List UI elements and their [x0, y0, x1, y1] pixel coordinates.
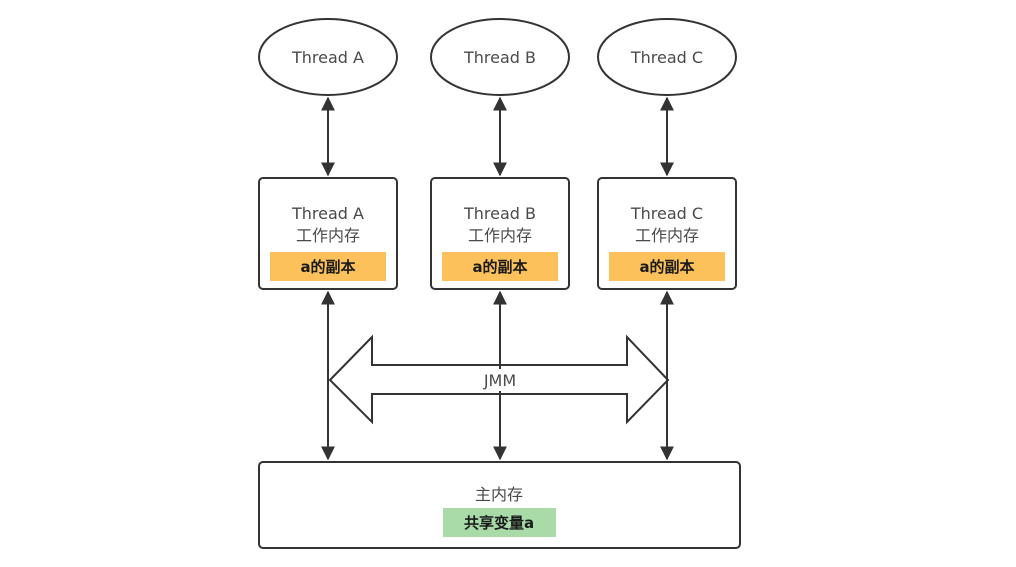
thread-c-ellipse — [597, 18, 737, 96]
thread-a-copy-highlight — [270, 252, 386, 281]
main-memory-title: 主内存 — [475, 485, 523, 504]
main-memory-box — [258, 461, 741, 549]
thread-c-group: Thread C Thread C 工作内存 a的副本 — [597, 18, 737, 461]
thread-c-ellipse-label: Thread C — [630, 48, 703, 67]
thread-c-copy-label: a的副本 — [639, 258, 694, 276]
jmm-label-front: JMM — [483, 371, 516, 390]
thread-a-memory-subtitle: 工作内存 — [296, 226, 360, 245]
thread-c-memory-subtitle: 工作内存 — [635, 226, 699, 245]
jmm-label-backdrop — [474, 369, 526, 391]
thread-a-group: Thread A Thread A 工作内存 a的副本 — [258, 18, 398, 461]
thread-b-copy-label: a的副本 — [472, 258, 527, 276]
thread-b-group: Thread B Thread B 工作内存 a的副本 — [430, 18, 570, 290]
thread-a-ellipse — [258, 18, 398, 96]
thread-a-memory-title: Thread A — [291, 204, 364, 223]
thread-b-memory-subtitle: 工作内存 — [468, 226, 532, 245]
thread-a-ellipse-label: Thread A — [291, 48, 364, 67]
thread-b-memory-title: Thread B — [463, 204, 536, 223]
thread-c-copy-highlight — [609, 252, 725, 281]
shared-variable-label: 共享变量a — [464, 514, 534, 532]
main-memory-group: 主内存 共享变量a — [258, 461, 741, 549]
thread-b-ellipse — [430, 18, 570, 96]
shared-variable-highlight — [443, 508, 556, 537]
thread-b-ellipse-label: Thread B — [463, 48, 536, 67]
thread-b-copy-highlight — [442, 252, 558, 281]
thread-c-memory-title: Thread C — [630, 204, 703, 223]
thread-a-copy-label: a的副本 — [300, 258, 355, 276]
